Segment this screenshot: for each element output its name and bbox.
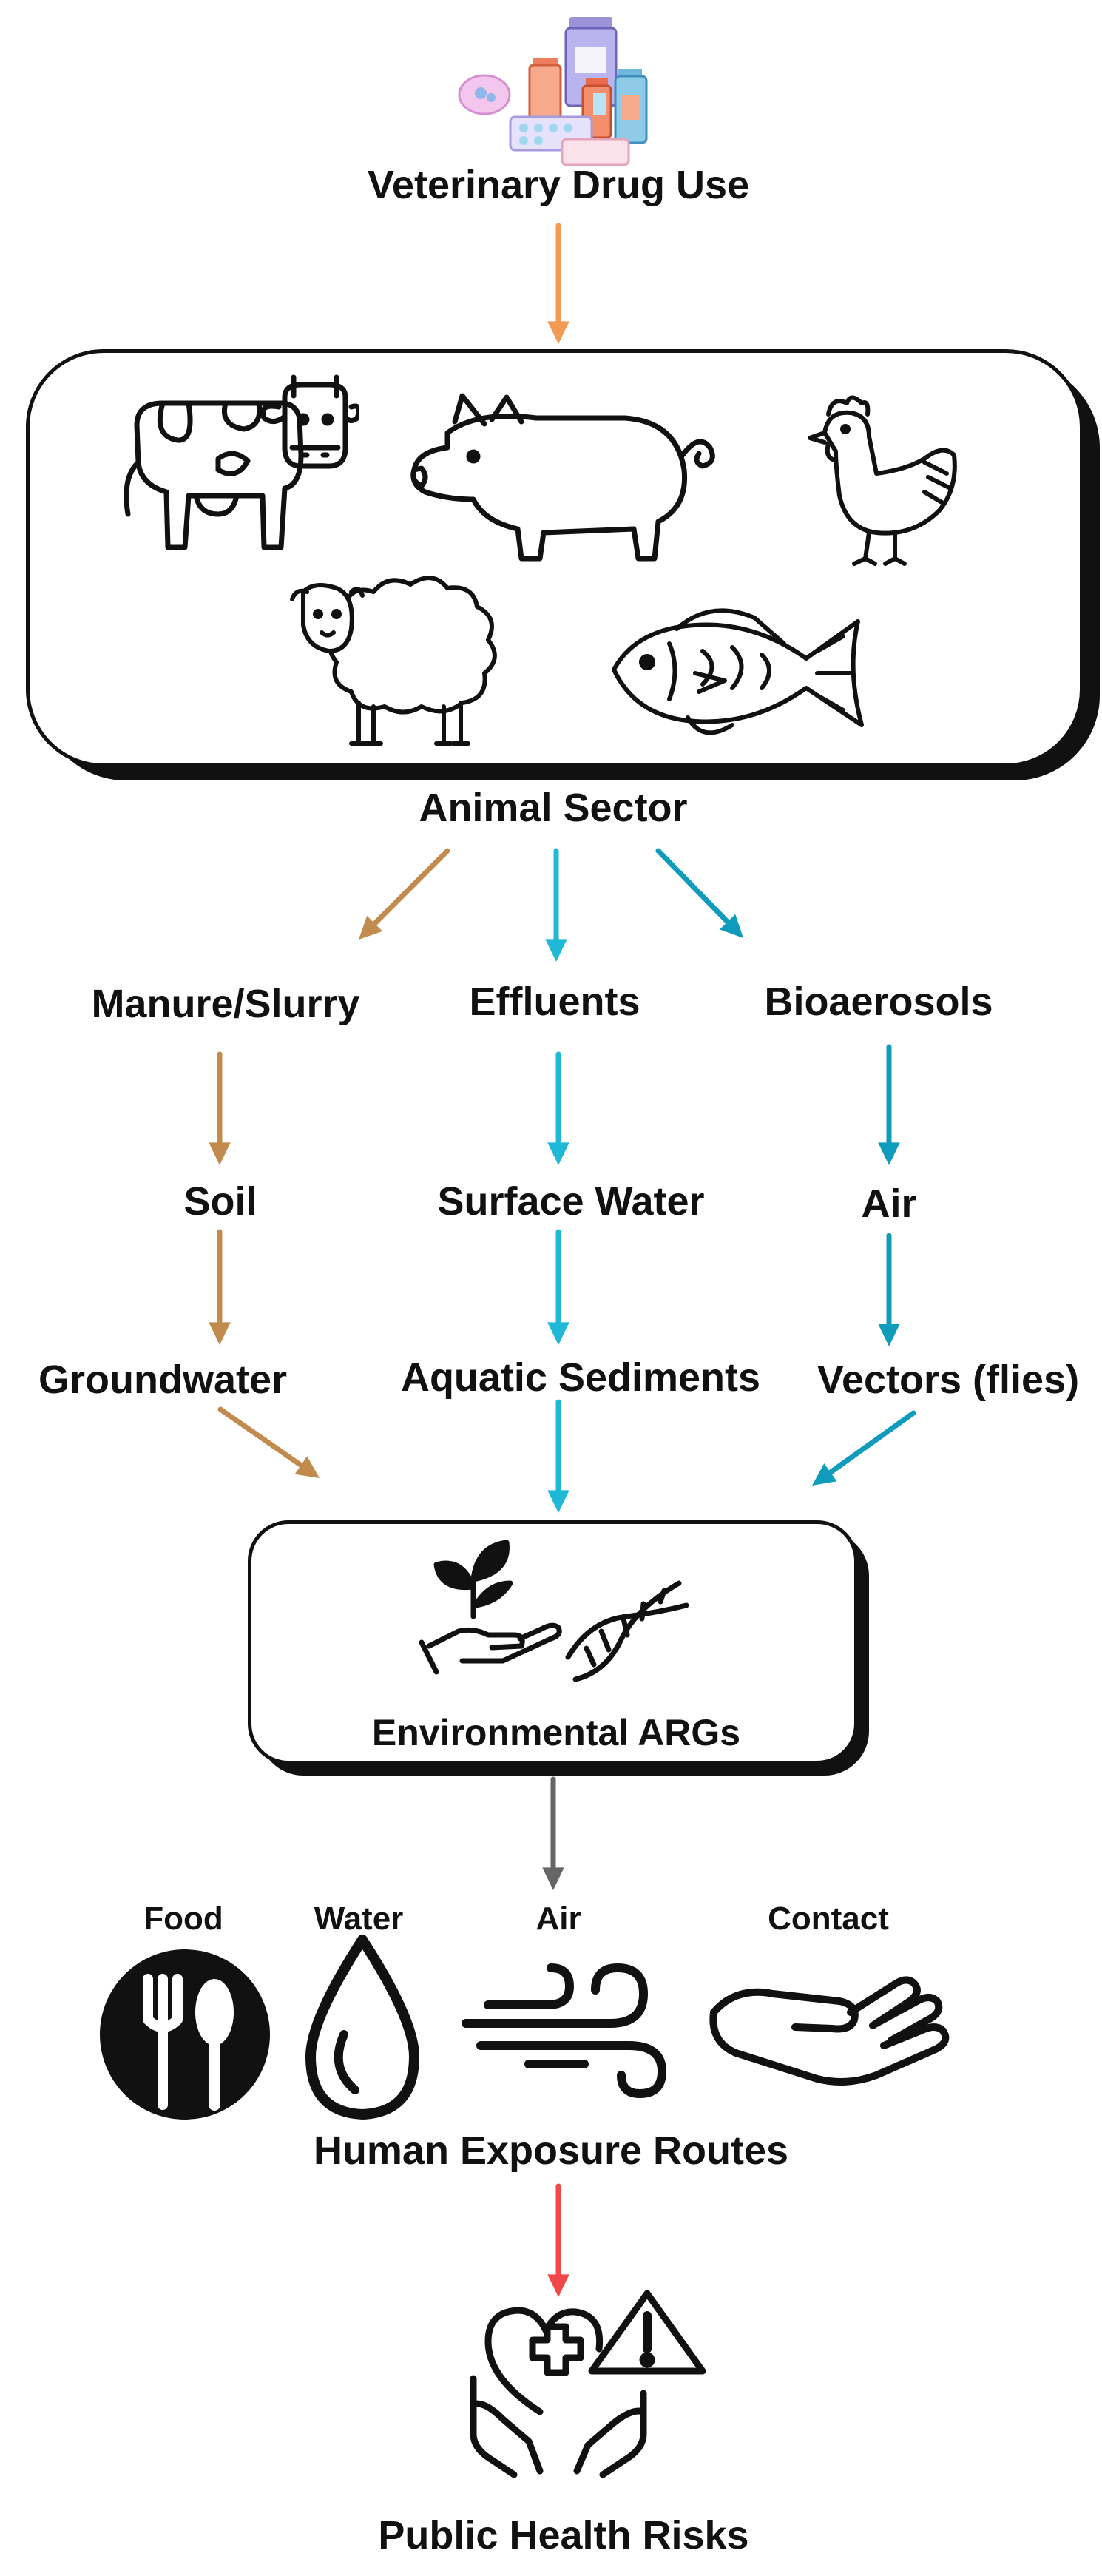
manure-label: Manure/Slurry <box>91 982 360 1026</box>
args-to-exposure-arrow <box>542 1776 564 1890</box>
exposure-label: Human Exposure Routes <box>313 2128 789 2173</box>
groundwater-label: Groundwater <box>38 1358 288 1402</box>
sheep-icon <box>290 576 497 746</box>
chicken-icon <box>808 395 957 566</box>
dna-icon <box>565 1580 689 1682</box>
heart-warning-icon <box>470 2290 706 2478</box>
vectors-to-args-arrow <box>812 1410 916 1486</box>
sediments-to-args-arrow <box>547 1399 569 1513</box>
sector-to-manure-arrow <box>359 848 450 940</box>
surface-water-label: Surface Water <box>437 1179 705 1224</box>
env-args-box <box>248 1520 858 1764</box>
aquatic-sediments-label: Aquatic Sediments <box>400 1355 761 1400</box>
surface-to-sediments-arrow <box>547 1229 569 1345</box>
sector-to-effluents-arrow <box>545 848 567 962</box>
bioaerosols-label: Bioaerosols <box>764 980 993 1024</box>
exposure-to-health-arrow <box>547 2183 569 2297</box>
wind-icon <box>462 1963 667 2099</box>
effluents-to-surface-arrow <box>547 1051 569 1165</box>
cow-icon <box>124 374 359 550</box>
air-route-label: Air <box>535 1901 581 1937</box>
soil-label: Soil <box>183 1179 257 1224</box>
contact-label: Contact <box>768 1901 889 1937</box>
fish-icon <box>612 608 864 735</box>
fork-spoon-icon <box>100 1949 270 2120</box>
env-args-label: Environmental ARGs <box>371 1712 741 1753</box>
food-label: Food <box>143 1901 223 1937</box>
manure-to-soil-arrow <box>209 1051 231 1165</box>
effluents-label: Effluents <box>469 980 640 1024</box>
drug-to-sector-arrow <box>547 223 569 344</box>
plant-hand-icon <box>419 1540 562 1675</box>
soil-to-groundwater-arrow <box>209 1229 231 1345</box>
drug-use-label: Veterinary Drug Use <box>367 163 750 207</box>
bioaerosols-to-air-arrow <box>878 1044 900 1165</box>
air-to-vectors-arrow <box>878 1233 900 1346</box>
health-label: Public Health Risks <box>378 2513 749 2558</box>
pills-medicine-icon <box>458 17 648 166</box>
hand-icon <box>709 1976 950 2086</box>
animal-sector-label: Animal Sector <box>419 786 688 830</box>
vectors-label: Vectors (flies) <box>817 1358 1080 1402</box>
water-drop-icon <box>305 1935 419 2120</box>
sector-to-bioaerosols-arrow <box>655 848 743 938</box>
pig-icon <box>410 393 715 562</box>
air-pathway-label: Air <box>861 1181 917 1226</box>
water-label: Water <box>314 1901 404 1937</box>
groundwater-to-args-arrow <box>217 1406 320 1478</box>
